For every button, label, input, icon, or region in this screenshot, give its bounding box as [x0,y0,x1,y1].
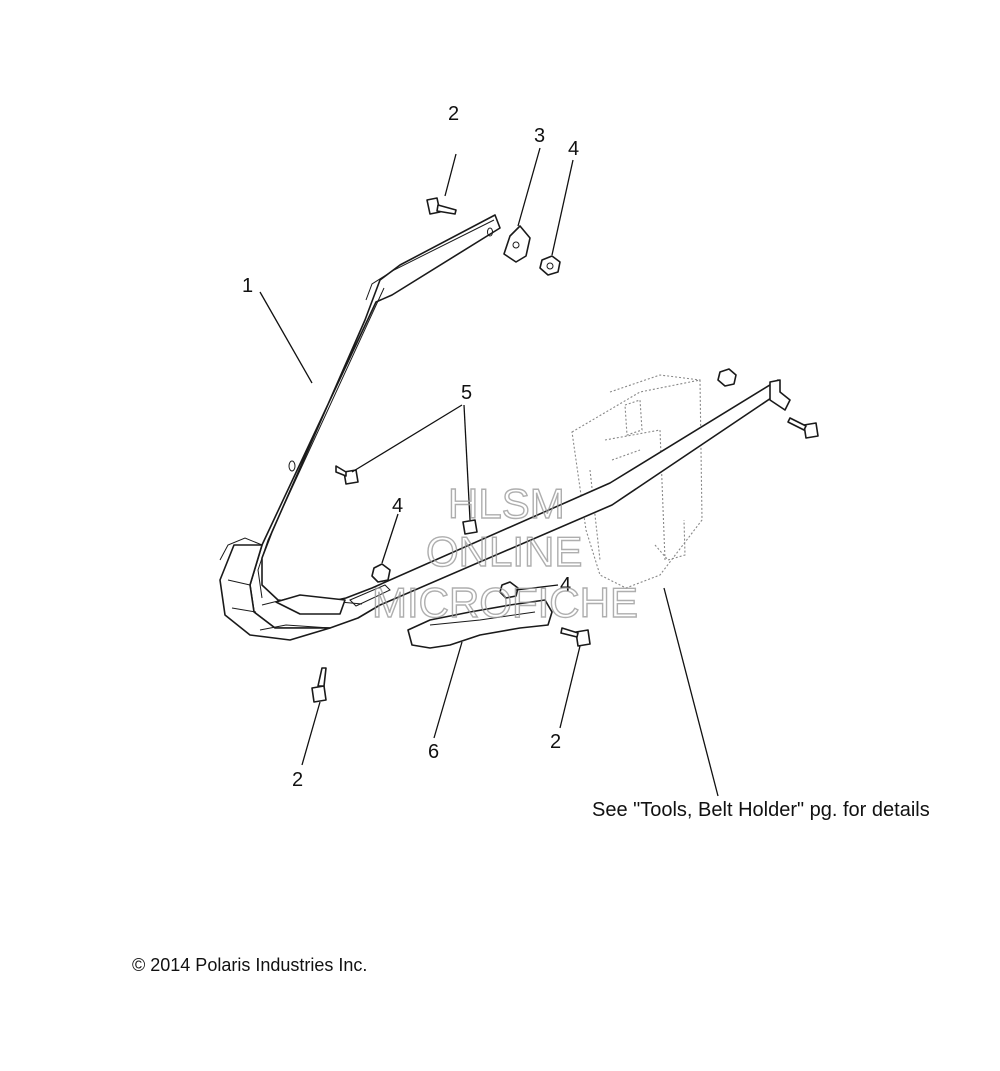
callout-2-top: 2 [448,103,459,125]
part-1-upper-bumper [219,214,791,641]
tab-plate [349,584,391,607]
callout-2-bottom-left: 2 [292,769,303,791]
details-note: See "Tools, Belt Holder" pg. for details [592,799,930,821]
copyright-text: © 2014 Polaris Industries Inc. [132,955,367,975]
part-2-bolt-right [787,417,819,439]
callout-6: 6 [428,741,439,763]
part-3-plate [503,225,531,263]
callout-5: 5 [461,382,472,404]
watermark-line-2: ONLINE [426,528,582,575]
belt-holder-outline [571,374,703,589]
part-2-bolt-lower-right [560,627,591,647]
callout-4-top: 4 [568,138,579,160]
part-2-bolt-lower-left [311,667,327,703]
callout-1: 1 [242,275,253,297]
part-4-nut-right [717,368,737,387]
callout-4-mid: 4 [392,495,403,517]
part-4-nut-low [499,581,519,599]
callout-4-low: 4 [560,574,571,596]
callout-2-bottom-right: 2 [550,731,561,753]
part-4-nut-top [539,255,561,276]
leader-lines [259,147,719,797]
watermark-line-1: HLSM [448,480,565,527]
callout-3: 3 [534,125,545,147]
watermark: HLSM ONLINE MICROFICHE [371,479,638,626]
part-6-support-bracket [261,594,553,649]
watermark-line-3: MICROFICHE [372,579,638,626]
part-5-rivet-center [462,519,478,535]
part-2-bolt-top [426,197,457,215]
part-5-rivet-left [335,465,359,485]
part-4-nut-mid [371,563,391,583]
